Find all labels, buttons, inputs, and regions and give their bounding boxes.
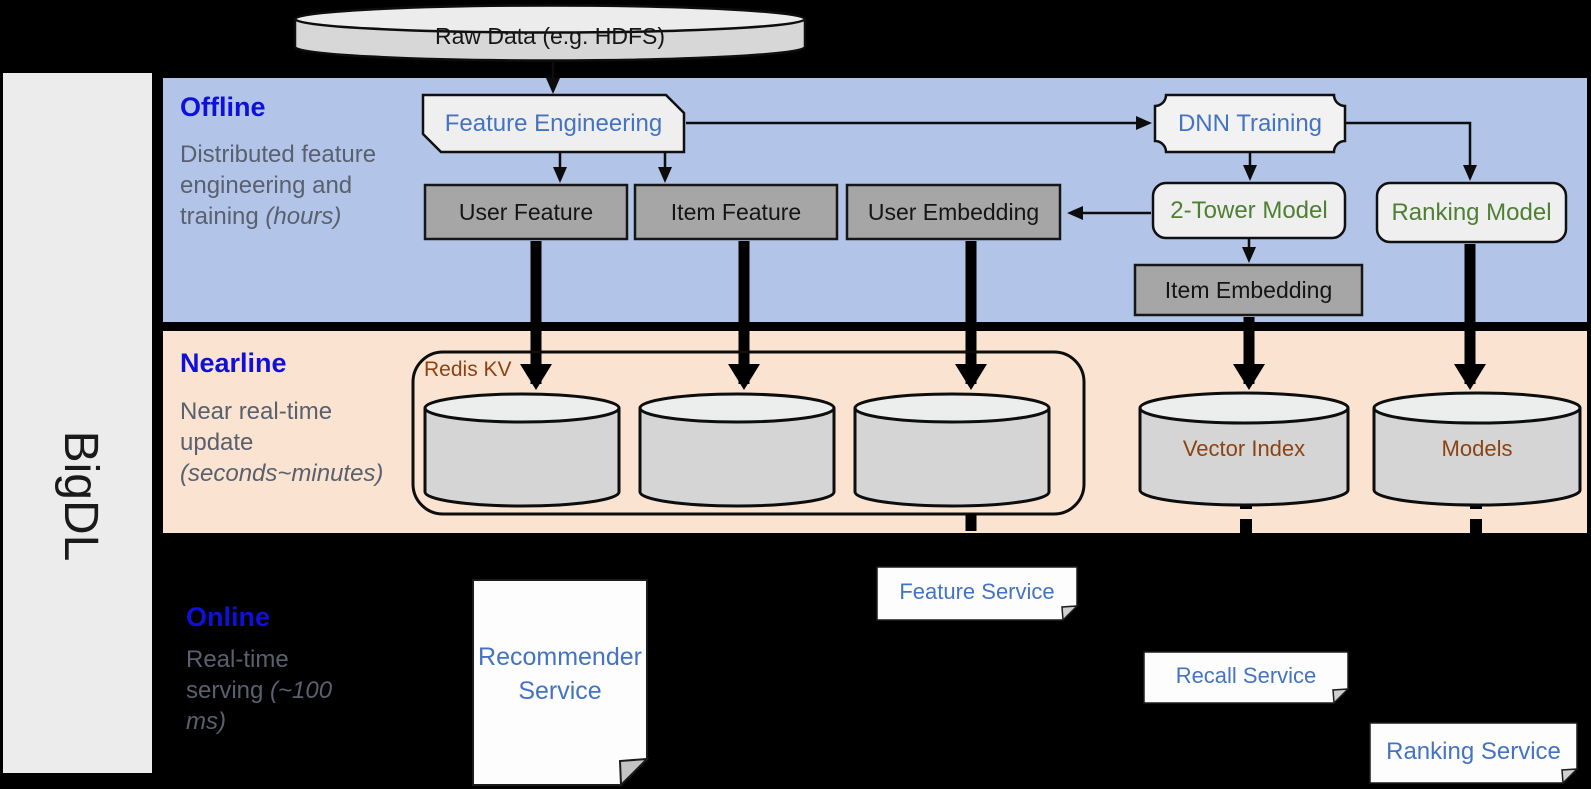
offline-section-title: Offline — [180, 92, 266, 122]
bigdl-sidebar: BigDL — [3, 73, 152, 773]
user-feature-label: User Feature — [458, 198, 594, 225]
feature-service-label: Feature Service — [899, 579, 1055, 605]
offline-section-description: Distributed feature engineering and trai… — [180, 139, 392, 232]
item-embedding-label: Item Embedding — [1164, 276, 1333, 303]
nearline-description-text: Near real-time update — [180, 398, 333, 456]
online-description-note: (~100 ms) — [186, 677, 333, 735]
two-tower-model-label: 2-Tower Model — [1170, 196, 1328, 224]
recall-service-label: Recall Service — [1175, 663, 1317, 689]
offline-description-text: Distributed feature engineering and trai… — [180, 141, 377, 230]
models-label: Models — [1441, 436, 1513, 462]
nearline-description-note: (seconds~minutes) — [180, 460, 384, 487]
nearline-section-description: Near real-time update (seconds~minutes) — [180, 396, 412, 489]
online-section-description: Real-time serving (~100 ms) — [186, 644, 336, 737]
user-embedding-label: User Embedding — [867, 198, 1040, 225]
item-feature-label: Item Feature — [670, 198, 802, 225]
offline-description-note: (hours) — [265, 203, 342, 230]
vector-index-label: Vector Index — [1182, 436, 1306, 462]
online-section-title: Online — [186, 602, 271, 632]
ranking-service-label: Ranking Service — [1386, 737, 1561, 765]
nearline-section-title: Nearline — [180, 348, 287, 378]
ranking-model-label: Ranking Model — [1391, 198, 1552, 226]
recommender-service-label: Recommender Service — [478, 643, 642, 705]
dnn-training-label: DNN Training — [1177, 109, 1323, 137]
online-description-text: Real-time serving — [186, 646, 289, 704]
raw-data-label: Raw Data (e.g. HDFS) — [434, 22, 666, 49]
feature-engineering-label: Feature Engineering — [444, 109, 663, 137]
bigdl-brand-label: BigDL — [54, 430, 107, 562]
redis-kv-label: Redis KV — [424, 358, 512, 381]
